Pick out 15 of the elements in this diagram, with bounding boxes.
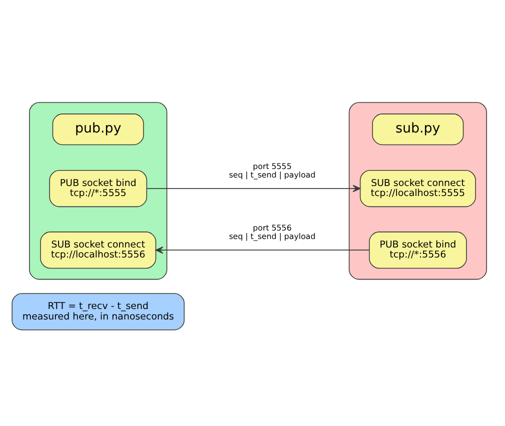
node-box: SUB socket connect tcp://localhost:5555 — [360, 170, 476, 208]
edge-label: seq | t_send | payload — [228, 232, 316, 242]
edge-label: port 5556 — [252, 223, 292, 232]
arrow — [146, 184, 361, 192]
node-box: sub.py — [372, 114, 464, 146]
node-box: PUB socket bind tcp://*:5556 — [368, 232, 467, 269]
node-box: PUB socket bind tcp://*:5555 — [49, 170, 148, 208]
cluster — [348, 102, 487, 280]
node-box: SUB socket connect tcp://localhost:5556 — [40, 232, 156, 269]
edge-label: seq | t_send | payload — [228, 170, 316, 180]
node-box: pub.py — [52, 114, 144, 146]
node-box: RTT = t_recv - t_send measured here, in nanoseconds — [12, 293, 185, 330]
edge-label: port 5555 — [252, 162, 292, 171]
arrow — [155, 246, 370, 254]
cluster — [29, 102, 168, 280]
